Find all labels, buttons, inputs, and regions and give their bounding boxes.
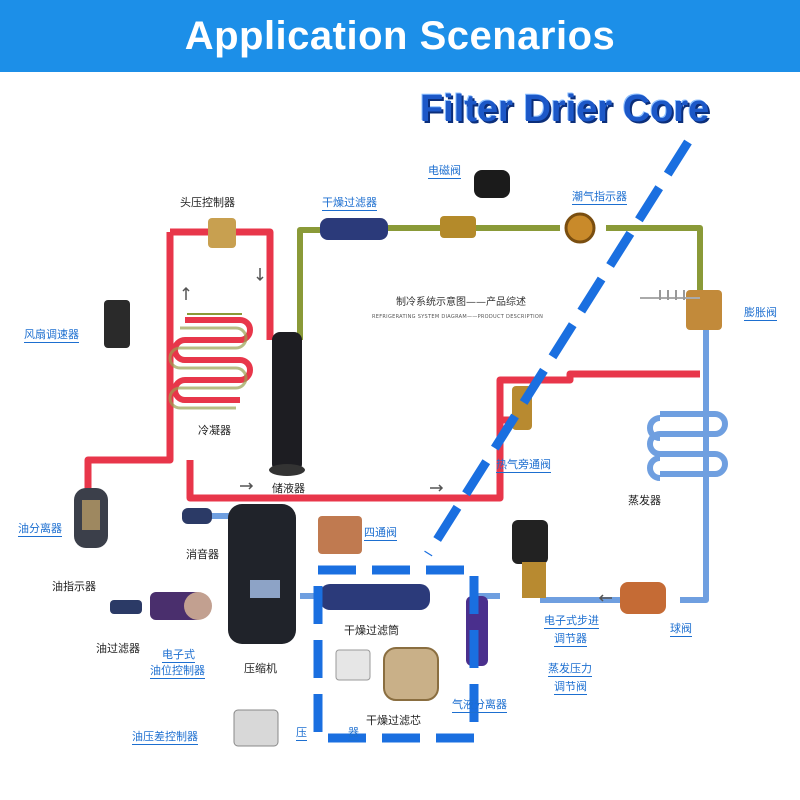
label-pressure-partial: 压	[296, 726, 307, 741]
label-oil-separator: 油分离器	[18, 522, 62, 537]
label-compressor: 压缩机	[244, 662, 277, 675]
evaporator-coil	[647, 411, 728, 481]
label-hot-gas-bypass: 热气旁通阀	[496, 458, 551, 473]
electronic-expansion-shape	[512, 520, 548, 598]
label-oil-pressure-diff-controller: 油压差控制器	[132, 730, 198, 745]
label-muffler: 消音器	[186, 548, 219, 561]
filter-core-shape	[383, 647, 439, 701]
label-gas-liquid-separator: 气液分离器	[452, 698, 507, 713]
label-expansion-valve: 膨胀阀	[744, 306, 777, 321]
label-evap-pressure-reg-2: 调节阀	[554, 680, 587, 695]
label-oil-sight-glass: 油指示器	[52, 580, 96, 593]
label-ball-valve: 球阀	[670, 622, 692, 637]
label-dry-filter-top: 干燥过滤器	[322, 196, 377, 211]
solenoid-valve-shape	[440, 170, 510, 238]
muffler-shape	[182, 508, 212, 524]
condenser-coil	[172, 313, 253, 403]
diagram-subtitle: REFRIGERATING SYSTEM DIAGRAM——PRODUCT DE…	[372, 314, 544, 320]
ball-valve-shape	[620, 582, 666, 614]
expansion-valve-shape	[640, 290, 722, 330]
compressor-shape	[228, 504, 296, 644]
label-oil-filter: 油过滤器	[96, 642, 140, 655]
label-moisture-indicator: 潮气指示器	[572, 190, 627, 205]
label-evaporator: 蒸发器	[628, 494, 661, 507]
label-four-way-valve: 四通阀	[364, 526, 397, 541]
filter-drier-core-title: Filter Drier Core	[420, 88, 710, 130]
liquid-pipes	[297, 225, 703, 340]
fan-speed-shape	[104, 300, 130, 348]
controller-box-shape	[335, 649, 371, 681]
label-oil-level-controller-2: 油位控制器	[150, 664, 205, 679]
receiver-tank	[272, 332, 302, 472]
label-condenser: 冷凝器	[198, 424, 231, 437]
four-way-valve-shape	[318, 516, 362, 554]
label-oil-level-controller-1: 电子式	[162, 648, 195, 663]
filter-drier-callout	[313, 139, 692, 743]
top-dry-filter-shape	[320, 218, 388, 240]
hot-gas-pipes	[84, 228, 700, 540]
label-evap-pressure-reg-1: 蒸发压力	[548, 662, 592, 677]
page-title: Application Scenarios	[184, 13, 616, 58]
head-pressure-shape	[208, 218, 236, 248]
label-filter-partial: 器	[348, 726, 359, 741]
label-solenoid-valve: 电磁阀	[428, 164, 461, 179]
diagram-title: 制冷系统示意图——产品综述	[396, 297, 526, 308]
condenser-coil-olive	[168, 326, 248, 410]
label-fan-speed-controller: 风扇调速器	[24, 328, 79, 343]
flow-arrows	[182, 268, 612, 602]
label-electronic-expansion-2: 调节器	[554, 632, 587, 647]
label-receiver: 储液器	[272, 482, 305, 495]
label-dry-filter-core: 干燥过滤芯	[366, 714, 421, 727]
oil-pressure-controller-shape	[233, 709, 279, 747]
moisture-indicator-shape	[564, 212, 596, 244]
label-electronic-expansion-1: 电子式步进	[544, 614, 599, 629]
label-dry-filter-shell: 干燥过滤筒	[344, 624, 399, 637]
filter-shell-shape	[320, 584, 430, 610]
header-banner: Application Scenarios	[0, 0, 800, 72]
label-head-pressure-controller: 头压控制器	[180, 196, 235, 209]
oil-filter-shape	[110, 600, 142, 614]
